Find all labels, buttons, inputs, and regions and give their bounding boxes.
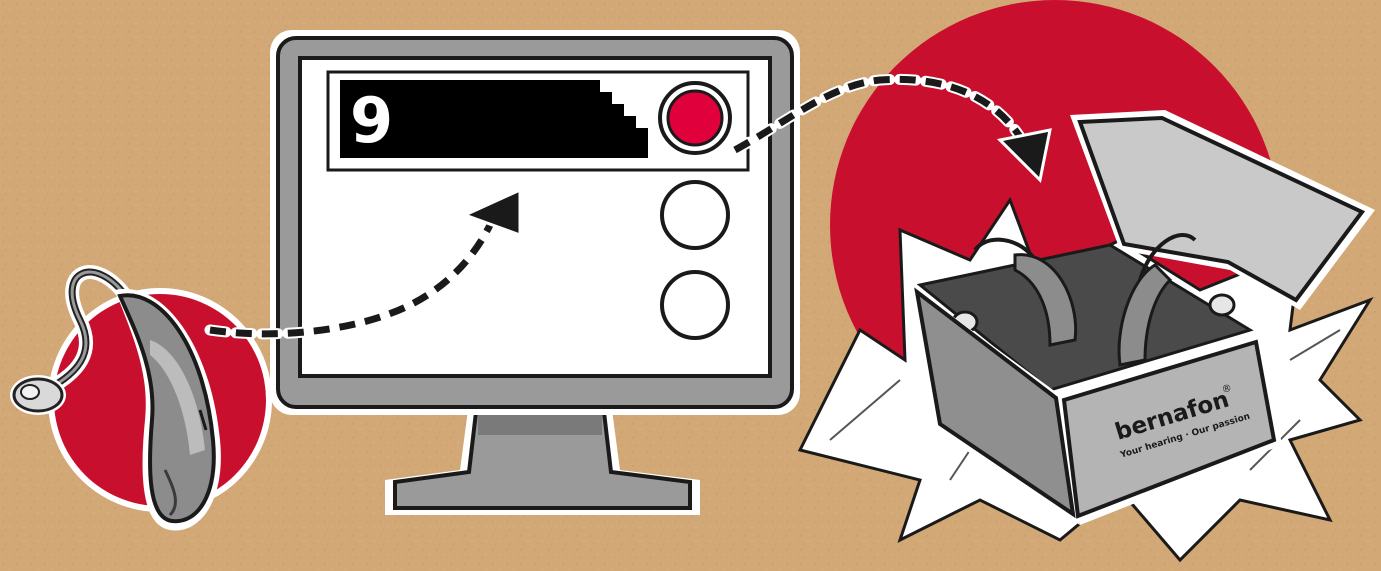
box-brand-trademark: ® <box>1221 383 1234 396</box>
hearing-aid-icon <box>10 265 221 531</box>
gift-box-icon: bernafon ® Your hearing · Our passion <box>797 0 1375 563</box>
option-2[interactable] <box>660 180 730 250</box>
selected-row-frame <box>326 70 750 172</box>
dashed-arrow-icon <box>204 73 1052 340</box>
option-1-fill <box>666 89 724 147</box>
option-3[interactable] <box>660 270 730 340</box>
hearing-aid-group <box>10 265 272 531</box>
count-bar <box>340 80 648 158</box>
computer-monitor-icon: 9 <box>270 30 800 515</box>
count-value: 9 <box>350 84 393 157</box>
